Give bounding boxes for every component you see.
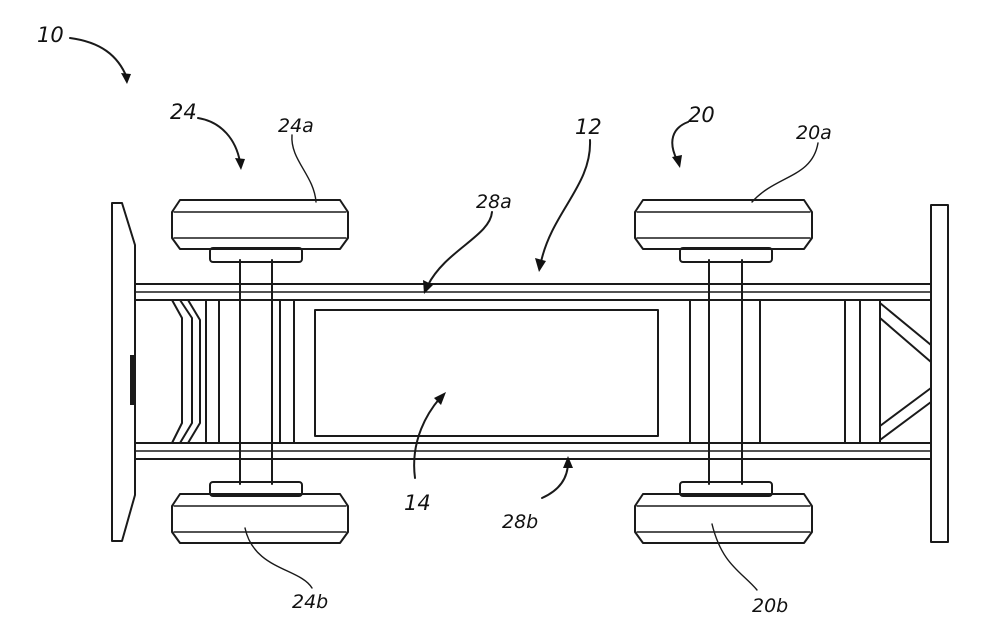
battery-pack bbox=[315, 310, 658, 436]
label-battery: 14 bbox=[404, 491, 431, 515]
label-front-wheel-bottom: 20b bbox=[752, 595, 788, 617]
wheel-24b bbox=[172, 482, 348, 543]
label-rail-bottom: 28b bbox=[502, 511, 538, 533]
label-rear-wheel-top: 24a bbox=[278, 115, 314, 137]
label-rear-wheel-bottom: 24b bbox=[292, 591, 328, 613]
label-rear-axle: 24 bbox=[170, 100, 197, 124]
label-frame: 12 bbox=[575, 115, 602, 139]
label-front-axle: 20 bbox=[688, 103, 715, 127]
frame-rail-top bbox=[135, 284, 931, 300]
label-front-wheel-top: 20a bbox=[796, 122, 832, 144]
left-bumper bbox=[112, 203, 135, 541]
frame-rail-bottom bbox=[135, 443, 931, 459]
right-bumper bbox=[931, 205, 948, 542]
rear-frame-detail bbox=[172, 300, 240, 443]
label-rail-top: 28a bbox=[476, 191, 512, 213]
wheel-24a bbox=[172, 200, 348, 262]
front-frame-detail bbox=[845, 300, 931, 443]
wheel-20a bbox=[635, 200, 812, 262]
label-vehicle: 10 bbox=[37, 23, 64, 47]
wheel-20b bbox=[635, 482, 812, 543]
